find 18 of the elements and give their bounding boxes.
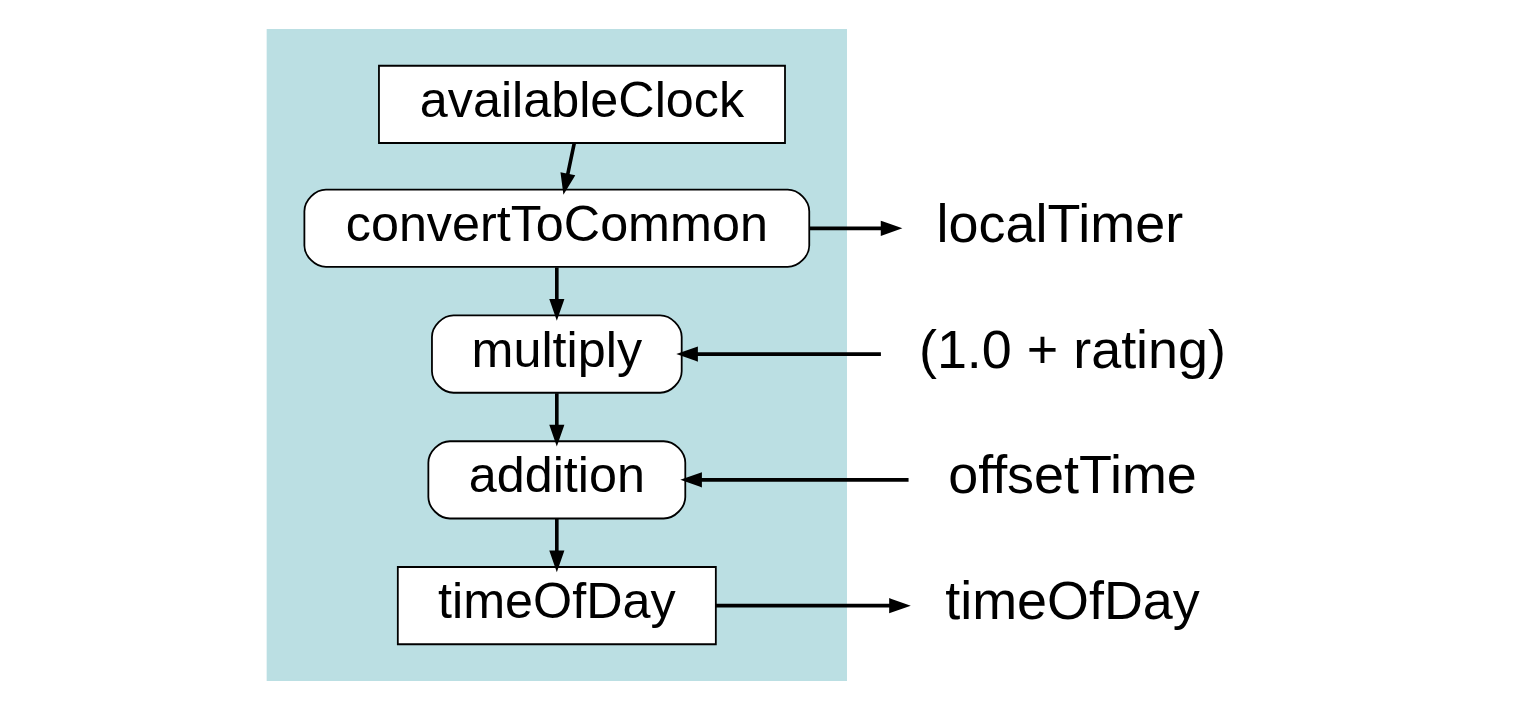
node-box: multiply [430, 314, 683, 394]
arrow [548, 519, 564, 573]
node-box: addition [426, 440, 686, 520]
node-text: offsetTime [947, 444, 1197, 505]
node-box: convertToCommon [303, 188, 810, 268]
arrow [715, 598, 911, 614]
arrow [559, 143, 576, 195]
arrow [548, 393, 564, 447]
node-text: timeOfDay [944, 570, 1200, 631]
arrow [808, 220, 902, 236]
cluster [266, 28, 847, 682]
node-box: timeOfDay [396, 566, 717, 646]
arrow [679, 472, 909, 488]
arrow [675, 346, 881, 362]
node-text: localTimer [936, 192, 1183, 253]
arrow [548, 267, 564, 321]
node-box: availableClock [377, 64, 786, 144]
node-text: (1.0 + rating) [918, 318, 1226, 379]
